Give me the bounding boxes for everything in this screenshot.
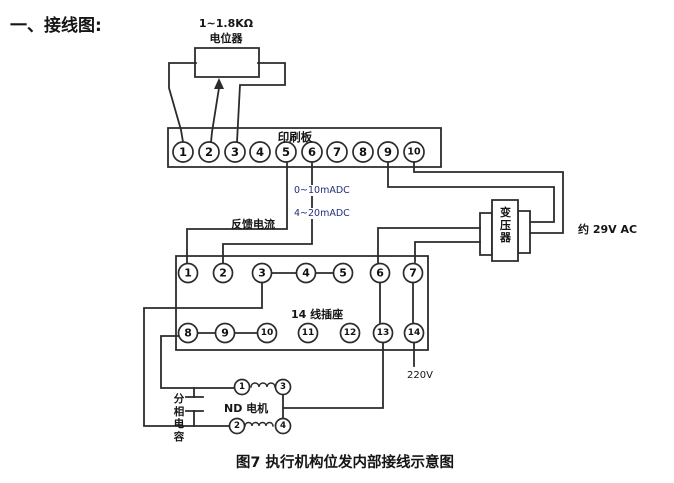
svg-text:14: 14 bbox=[408, 328, 421, 338]
feedback-current-label: 反馈电流 bbox=[231, 218, 275, 231]
wiper-arrow-icon bbox=[214, 78, 224, 89]
motor-label: ND 电机 bbox=[224, 402, 269, 415]
socket-terminal-9: 9 bbox=[214, 322, 236, 344]
svg-text:1: 1 bbox=[239, 382, 245, 392]
svg-text:13: 13 bbox=[377, 328, 390, 338]
socket-terminal-12: 12 bbox=[339, 322, 361, 344]
socket-label: 14 线插座 bbox=[291, 308, 344, 321]
transformer-output-label: 约 29V AC bbox=[578, 223, 638, 236]
socket-terminal-5: 5 bbox=[332, 262, 354, 284]
socket-terminal-1: 1 bbox=[177, 262, 199, 284]
motor-terminal-2: 2 bbox=[228, 417, 246, 435]
board-terminal-9: 9 bbox=[377, 141, 399, 163]
printed-board-label: 印刷板 bbox=[277, 130, 313, 144]
socket-terminal-7: 7 bbox=[402, 262, 424, 284]
socket-terminal-4: 4 bbox=[295, 262, 317, 284]
svg-text:10: 10 bbox=[407, 147, 421, 158]
socket-box bbox=[176, 256, 428, 350]
potentiometer-value-label: 1~1.8KΩ bbox=[198, 17, 254, 30]
svg-text:9: 9 bbox=[384, 145, 392, 159]
socket-terminal-13: 13 bbox=[372, 322, 394, 344]
socket-terminal-2: 2 bbox=[212, 262, 234, 284]
transformer-left-tab bbox=[480, 213, 492, 255]
wire-board9-to-transformer bbox=[388, 162, 554, 222]
wire-socket13-to-motor bbox=[284, 343, 383, 408]
potentiometer-box bbox=[195, 48, 259, 77]
printed-board-box bbox=[168, 128, 441, 167]
board-terminal-8: 8 bbox=[352, 141, 374, 163]
svg-text:12: 12 bbox=[344, 328, 357, 338]
supply-220v-label: 220V bbox=[407, 370, 433, 381]
socket-terminal-8: 8 bbox=[177, 322, 199, 344]
svg-text:1: 1 bbox=[179, 145, 187, 159]
socket-terminal-11: 11 bbox=[297, 322, 319, 344]
transformer-right-tab bbox=[518, 211, 530, 253]
svg-text:3: 3 bbox=[231, 145, 239, 159]
board-terminal-6: 6 bbox=[301, 141, 323, 163]
wire-board6-to-socket2 bbox=[223, 163, 312, 263]
board-terminal-4: 4 bbox=[249, 141, 271, 163]
svg-text:1: 1 bbox=[184, 267, 192, 280]
svg-text:11: 11 bbox=[302, 328, 315, 338]
svg-text:10: 10 bbox=[261, 328, 274, 338]
wire-transformer-to-socket6 bbox=[378, 228, 480, 263]
signal-range-0-10ma-label: 0~10mADC bbox=[293, 185, 351, 196]
socket-terminal-14: 14 bbox=[403, 322, 425, 344]
wire-socket3-to-motor2 bbox=[144, 283, 262, 426]
wire-socket8-to-motor1 bbox=[161, 336, 234, 388]
wire-pot-to-board-3 bbox=[237, 63, 285, 142]
svg-text:8: 8 bbox=[184, 327, 192, 340]
svg-text:4: 4 bbox=[256, 145, 264, 159]
capacitor-label: 分相电容 bbox=[173, 393, 185, 443]
svg-text:5: 5 bbox=[339, 267, 347, 280]
wire-transformer-to-socket7 bbox=[415, 242, 480, 262]
board-terminal-2: 2 bbox=[198, 141, 220, 163]
socket-terminal-6: 6 bbox=[369, 262, 391, 284]
svg-text:5: 5 bbox=[282, 145, 290, 159]
svg-text:8: 8 bbox=[359, 145, 367, 159]
svg-text:6: 6 bbox=[376, 267, 384, 280]
svg-text:3: 3 bbox=[258, 267, 266, 280]
svg-text:3: 3 bbox=[280, 382, 286, 392]
socket-terminal-10: 10 bbox=[256, 322, 278, 344]
svg-text:2: 2 bbox=[205, 145, 213, 159]
motor-winding2-coil bbox=[245, 423, 273, 426]
motor-terminal-1: 1 bbox=[233, 378, 251, 396]
board-terminal-1: 1 bbox=[172, 141, 194, 163]
wire-pot-wiper-to-board-2 bbox=[211, 88, 219, 142]
figure-caption: 图7 执行机构位发内部接线示意图 bbox=[235, 455, 455, 471]
svg-text:2: 2 bbox=[234, 421, 240, 431]
svg-text:4: 4 bbox=[280, 421, 286, 431]
board-terminal-7: 7 bbox=[326, 141, 348, 163]
wire-board5-to-socket1 bbox=[187, 163, 287, 263]
svg-text:7: 7 bbox=[409, 267, 417, 280]
signal-range-4-20ma-label: 4~20mADC bbox=[293, 208, 351, 219]
motor-winding1-coil bbox=[251, 383, 275, 387]
transformer-label: 变压器 bbox=[500, 206, 511, 244]
board-terminal-10: 10 bbox=[403, 141, 425, 163]
svg-text:6: 6 bbox=[308, 145, 316, 159]
board-terminal-5: 5 bbox=[275, 141, 297, 163]
svg-text:7: 7 bbox=[333, 145, 341, 159]
wire-board10-to-transformer bbox=[414, 163, 563, 233]
page-heading: 一、接线图: bbox=[10, 16, 102, 36]
potentiometer-name-label: 电位器 bbox=[209, 32, 243, 45]
socket-terminal-3: 3 bbox=[251, 262, 273, 284]
svg-text:9: 9 bbox=[221, 327, 229, 340]
transformer-core bbox=[492, 200, 518, 261]
motor-terminal-4: 4 bbox=[274, 417, 292, 435]
board-terminal-3: 3 bbox=[224, 141, 246, 163]
motor-terminal-3: 3 bbox=[274, 378, 292, 396]
wire-pot-to-board-1 bbox=[169, 63, 196, 142]
svg-text:2: 2 bbox=[219, 267, 227, 280]
svg-text:4: 4 bbox=[302, 267, 310, 280]
